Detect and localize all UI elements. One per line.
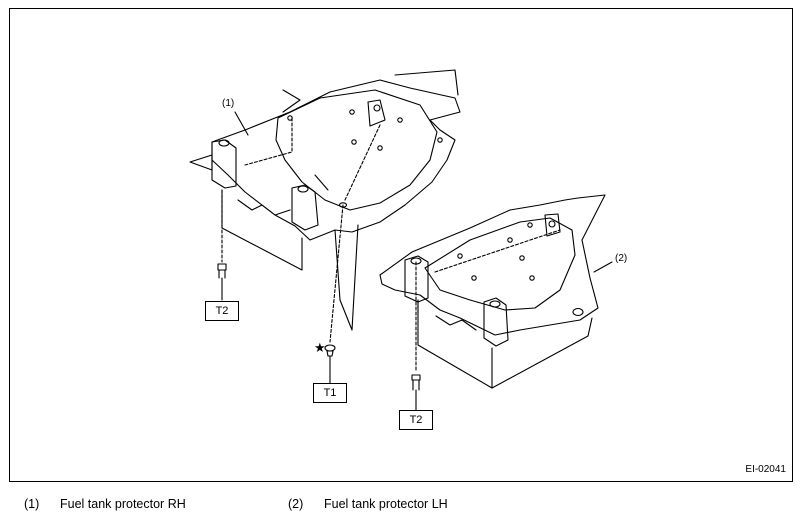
callout-lh-leader <box>593 261 613 273</box>
figure-frame <box>9 8 793 482</box>
torque-tag-t2-left: T2 <box>205 301 239 321</box>
star-marker: ★ <box>314 340 326 355</box>
legend-num: (2) <box>288 497 304 511</box>
legend-text: Fuel tank protector LH <box>324 497 448 511</box>
callout-lh: (2) <box>615 253 628 264</box>
bolt-t1 <box>324 204 344 384</box>
torque-tag-t1: T1 <box>313 383 347 403</box>
fuel-tank-protector-lh <box>379 194 606 389</box>
legend-num: (1) <box>24 497 40 511</box>
legend-item-rh: (1) Fuel tank protector RH <box>24 497 186 511</box>
legend-text: Fuel tank protector RH <box>60 497 186 511</box>
fuel-tank-protector-rh <box>189 69 461 331</box>
callout-rh-leader <box>234 111 249 136</box>
bolt-t2-left <box>217 189 227 301</box>
torque-tag-t2-right: T2 <box>399 410 433 430</box>
figure-id: EI-02041 <box>745 464 786 475</box>
callout-rh: (1) <box>222 98 235 109</box>
bolt-t2-right <box>411 261 421 411</box>
legend-item-lh: (2) Fuel tank protector LH <box>288 497 448 511</box>
